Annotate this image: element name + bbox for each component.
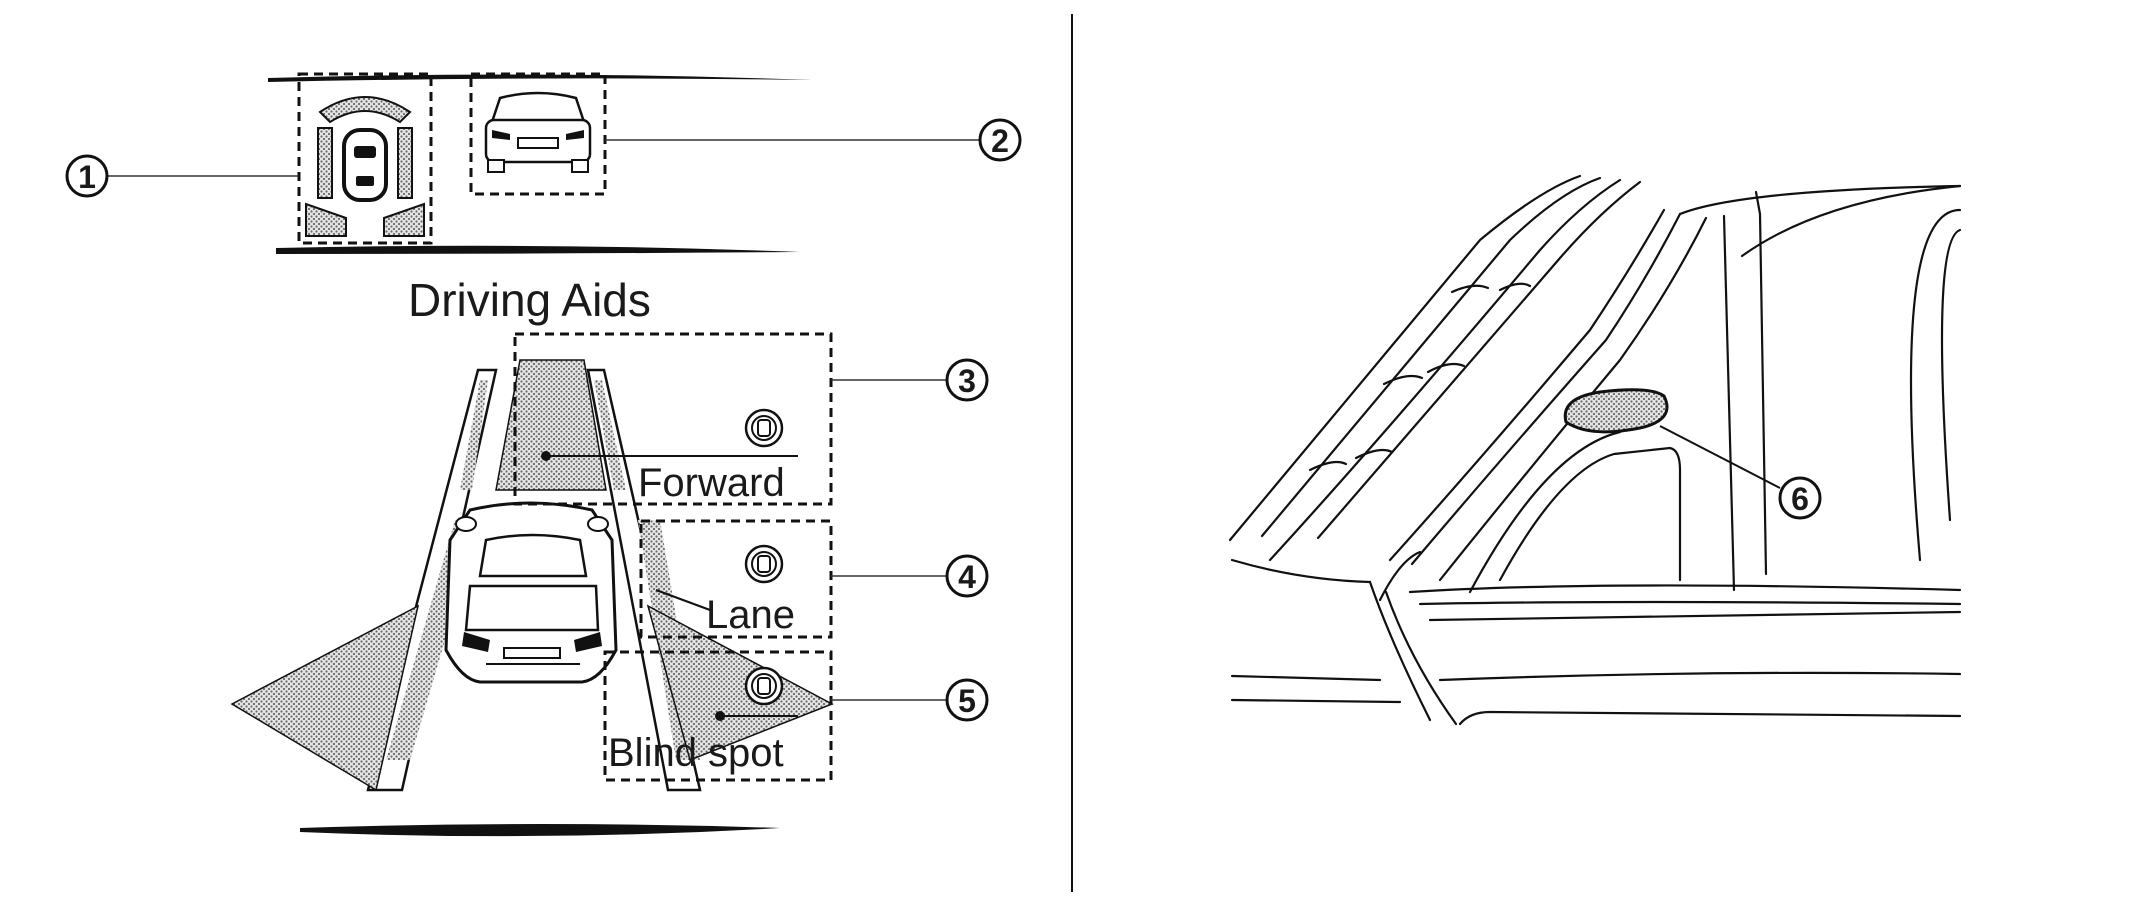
callout-2-number: 2 [991, 123, 1009, 159]
callout-5: 5 [831, 678, 989, 722]
lane-indicator-icon [744, 544, 784, 584]
callout-3-number: 3 [958, 363, 976, 399]
blind-spot-indicator-icon [744, 666, 784, 706]
mirror-indicator [1563, 388, 1669, 434]
top-strip-lower-line [276, 245, 800, 254]
top-display-strip [268, 72, 812, 254]
lane-box [639, 519, 833, 639]
driving-aids-scene: Forward Lane Blind spot [230, 332, 834, 792]
forward-indicator-icon [744, 408, 784, 448]
host-car [444, 501, 618, 684]
blind-spot-box [603, 650, 833, 782]
callout-6: 6 [1659, 425, 1822, 520]
top-strip-upper-line [268, 74, 812, 82]
around-view-icon [297, 72, 433, 245]
a-pillar-illustration [1228, 174, 1962, 726]
lane-label: Lane [706, 593, 795, 637]
forward-detection-area [495, 359, 607, 491]
blind-spot-area-left [230, 604, 420, 792]
blind-spot-label: Blind spot [608, 731, 784, 775]
callout-4-number: 4 [958, 559, 976, 595]
forward-box [513, 332, 833, 506]
callout-1-number: 1 [78, 159, 96, 195]
callout-3: 3 [831, 358, 989, 402]
forward-label: Forward [638, 461, 785, 505]
callout-4: 4 [831, 554, 989, 598]
front-car-icon [469, 72, 607, 196]
panel-title: Driving Aids [408, 274, 651, 326]
callout-5-number: 5 [958, 683, 976, 719]
bottom-strip-line [300, 824, 780, 837]
callout-2: 2 [605, 118, 1022, 162]
callout-6-number: 6 [1791, 481, 1809, 517]
callout-1: 1 [65, 154, 298, 198]
blind-spot-area-right [646, 604, 834, 762]
